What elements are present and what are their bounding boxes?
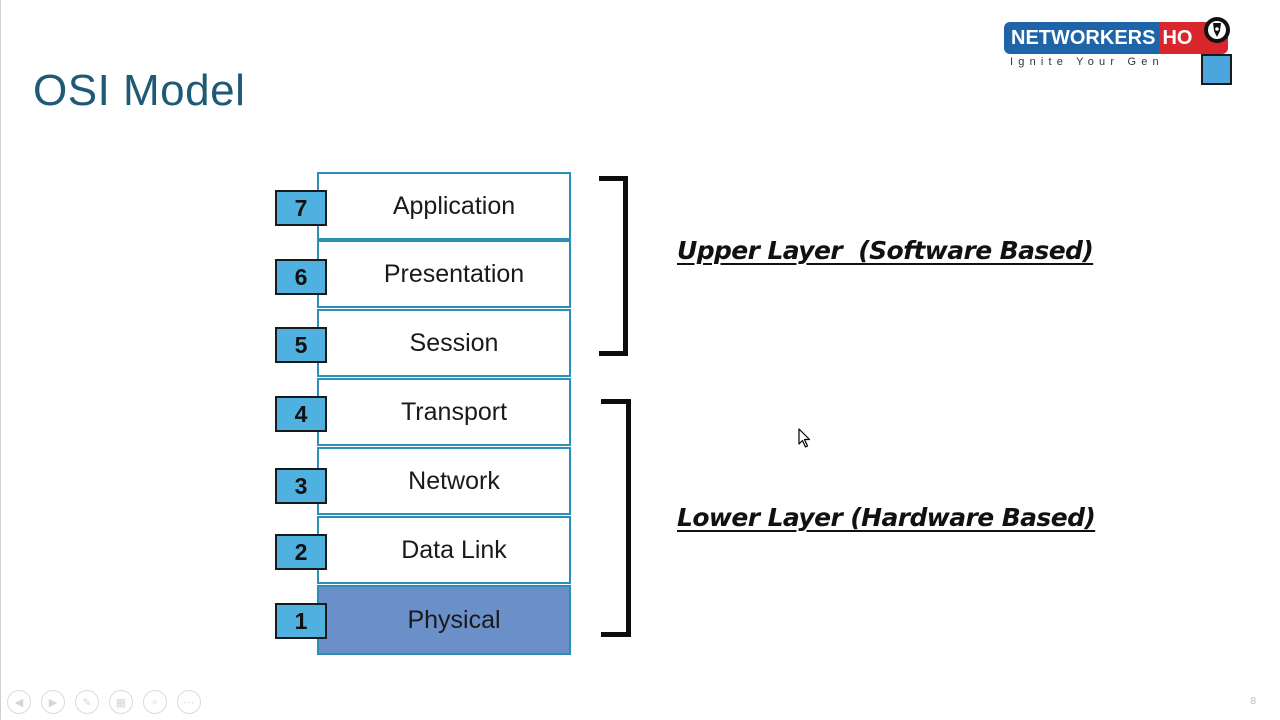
layer-number-6: 6 — [275, 259, 327, 295]
layer-physical: Physical — [317, 585, 571, 655]
logo-text-blue: NETWORKERS — [1004, 22, 1160, 54]
layer-label: Transport — [400, 397, 508, 426]
layer-label: Application — [392, 191, 516, 220]
layer-application: Application — [317, 172, 571, 240]
logo-box-icon — [1201, 54, 1232, 85]
next-icon[interactable]: ▶ — [41, 690, 65, 714]
layer-label: Network — [408, 466, 500, 495]
slide-number: 8 — [1250, 696, 1256, 707]
lower-layer-bracket — [601, 399, 631, 637]
layer-session: Session — [317, 309, 571, 377]
upper-layer-bracket — [599, 176, 628, 356]
slide-title: OSI Model — [33, 66, 246, 115]
osi-layer-stack: Application Presentation Session Transpo… — [317, 172, 571, 655]
networkers-home-logo: NETWORKERS HO Ignite Your Gen — [1004, 17, 1244, 88]
lower-layer-label: Lower Layer (Hardware Based) — [677, 503, 1096, 532]
layer-network: Network — [317, 447, 571, 515]
mouse-pointer-icon — [798, 428, 811, 448]
prev-icon[interactable]: ◀ — [7, 690, 31, 714]
layer-number-7: 7 — [275, 190, 327, 226]
zoom-icon[interactable]: ⌕ — [143, 690, 167, 714]
logo-tagline: Ignite Your Gen — [1010, 56, 1164, 68]
logo-wordmark: NETWORKERS HO — [1004, 22, 1229, 54]
slides-icon[interactable]: ▦ — [109, 690, 133, 714]
slideshow-controls: ◀ ▶ ✎ ▦ ⌕ ⋯ — [7, 690, 201, 714]
layer-presentation: Presentation — [317, 240, 571, 308]
layer-number-5: 5 — [275, 327, 327, 363]
pen-icon[interactable]: ✎ — [75, 690, 99, 714]
layer-transport: Transport — [317, 378, 571, 446]
layer-label: Presentation — [383, 259, 525, 288]
layer-number-1: 1 — [275, 603, 327, 639]
layer-label: Data Link — [401, 535, 507, 564]
upper-layer-label: Upper Layer (Software Based) — [677, 236, 1094, 265]
more-icon[interactable]: ⋯ — [177, 690, 201, 714]
layer-data-link: Data Link — [317, 516, 571, 584]
layer-number-3: 3 — [275, 468, 327, 504]
layer-number-4: 4 — [275, 396, 327, 432]
layer-number-2: 2 — [275, 534, 327, 570]
layer-label: Session — [409, 328, 499, 357]
layer-label: Physical — [407, 605, 501, 634]
pen-nib-icon — [1204, 17, 1230, 43]
